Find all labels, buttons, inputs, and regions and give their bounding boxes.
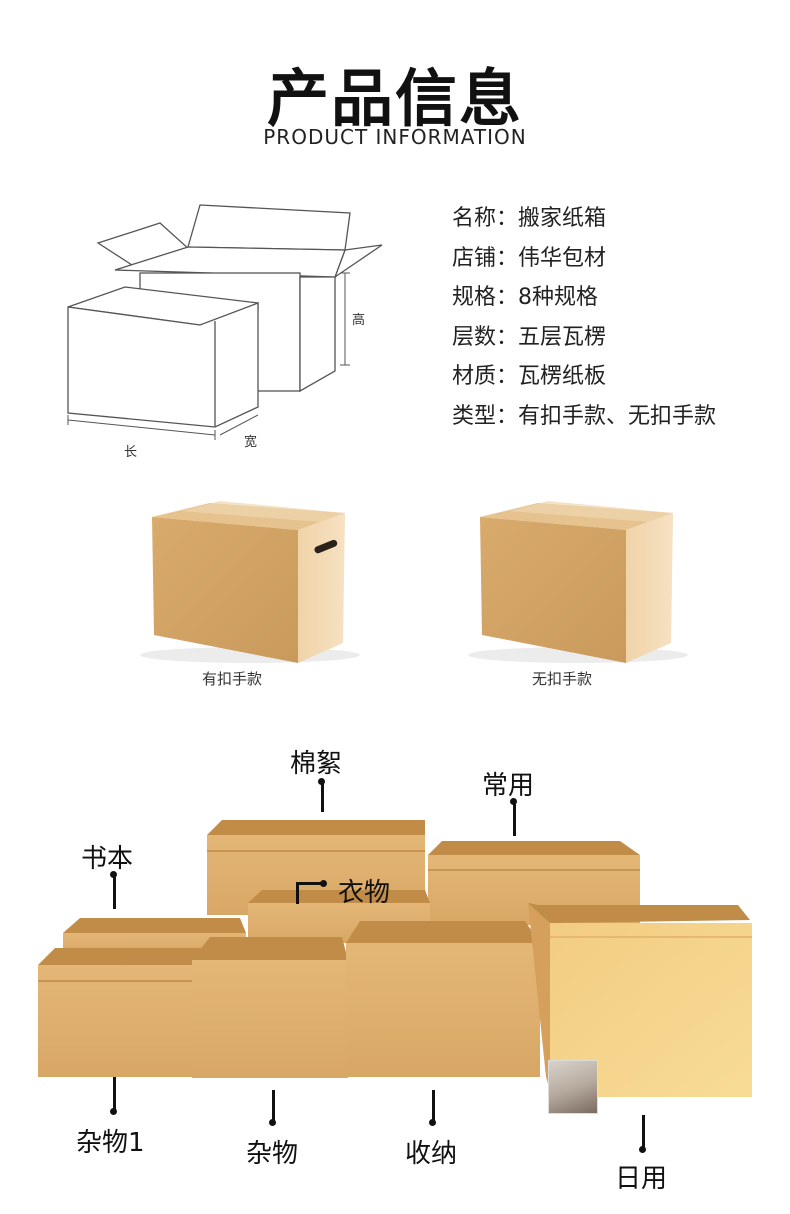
pointer-dot — [429, 1119, 436, 1126]
box-dimension-diagram — [67, 204, 383, 440]
closed-box-body — [67, 302, 259, 428]
spec-row-name: 名称：搬家纸箱 — [452, 206, 716, 246]
pointer-dot — [320, 880, 327, 887]
length-dimension-line — [67, 419, 216, 436]
thumbnail-photo — [548, 1060, 598, 1114]
page-title: 产品信息 — [266, 62, 523, 135]
spec-value: 搬家纸箱 — [518, 206, 607, 231]
width-label: 宽 — [244, 435, 258, 450]
label-books: 书本 — [81, 844, 134, 874]
spec-value: 8种规格 — [518, 285, 599, 310]
spec-value: 五层瓦楞 — [518, 324, 607, 350]
height-label: 高 — [352, 313, 366, 328]
pointer-dot — [110, 1108, 117, 1115]
box-type-label-no-handle: 无扣手款 — [531, 670, 592, 688]
pointer-dot — [269, 1119, 276, 1126]
spec-label: 规格： — [452, 285, 519, 310]
spec-label: 名称： — [452, 206, 519, 231]
spec-row-type: 类型：有扣手款、无扣手款 — [452, 404, 716, 444]
pointer-books — [113, 873, 116, 909]
label-storage: 收纳 — [405, 1139, 458, 1169]
pointer-misc1 — [113, 1077, 116, 1113]
length-label: 长 — [124, 445, 138, 460]
pointer-clothes — [296, 882, 299, 904]
open-flap-back — [187, 204, 351, 251]
open-box-side — [299, 276, 336, 393]
pointer-daily — [642, 1115, 645, 1151]
pointer-dot — [110, 871, 117, 878]
width-dimension-line — [219, 414, 259, 436]
pointer-cotton — [321, 780, 324, 812]
pointer-storage — [432, 1090, 435, 1124]
page-subtitle: PRODUCT INFORMATION — [263, 125, 527, 149]
pointer-common — [513, 800, 516, 836]
pointer-dot — [318, 778, 325, 785]
spec-value: 有扣手款、无扣手款 — [518, 403, 717, 429]
spec-row-shop: 店铺：伟华包材 — [452, 246, 716, 286]
spec-row-layers: 层数：五层瓦楞 — [452, 325, 716, 365]
box-storage — [346, 921, 540, 1077]
spec-value: 伟华包材 — [518, 245, 607, 271]
pointer-misc — [272, 1090, 275, 1124]
box-with-handle-image — [140, 501, 360, 663]
spec-row-size: 规格：8种规格 — [452, 285, 716, 325]
box-sizes-illustration — [38, 820, 752, 1100]
label-common: 常用 — [482, 771, 535, 801]
spec-row-material: 材质：瓦楞纸板 — [452, 364, 716, 404]
pointer-dot — [639, 1146, 646, 1153]
spec-value: 瓦楞纸板 — [518, 364, 607, 389]
spec-label: 类型： — [452, 403, 519, 429]
spec-label: 材质： — [452, 364, 519, 389]
pointer-dot — [510, 798, 517, 805]
spec-list: 名称：搬家纸箱 店铺：伟华包材 规格：8种规格 层数：五层瓦楞 材质：瓦楞纸板 … — [452, 206, 716, 443]
spec-label: 店铺： — [452, 245, 519, 271]
box-misc1 — [38, 948, 210, 1077]
handle-hole — [314, 539, 338, 554]
label-daily: 日用 — [615, 1164, 668, 1194]
spec-label: 层数： — [452, 324, 519, 350]
label-clothes: 衣物 — [338, 878, 391, 908]
box-without-handle-image — [468, 501, 688, 663]
label-cotton: 棉絮 — [290, 749, 343, 779]
box-type-label-handle: 有扣手款 — [201, 670, 262, 688]
label-misc1: 杂物1 — [76, 1128, 145, 1158]
label-misc: 杂物 — [246, 1139, 299, 1169]
box-misc — [192, 937, 348, 1078]
